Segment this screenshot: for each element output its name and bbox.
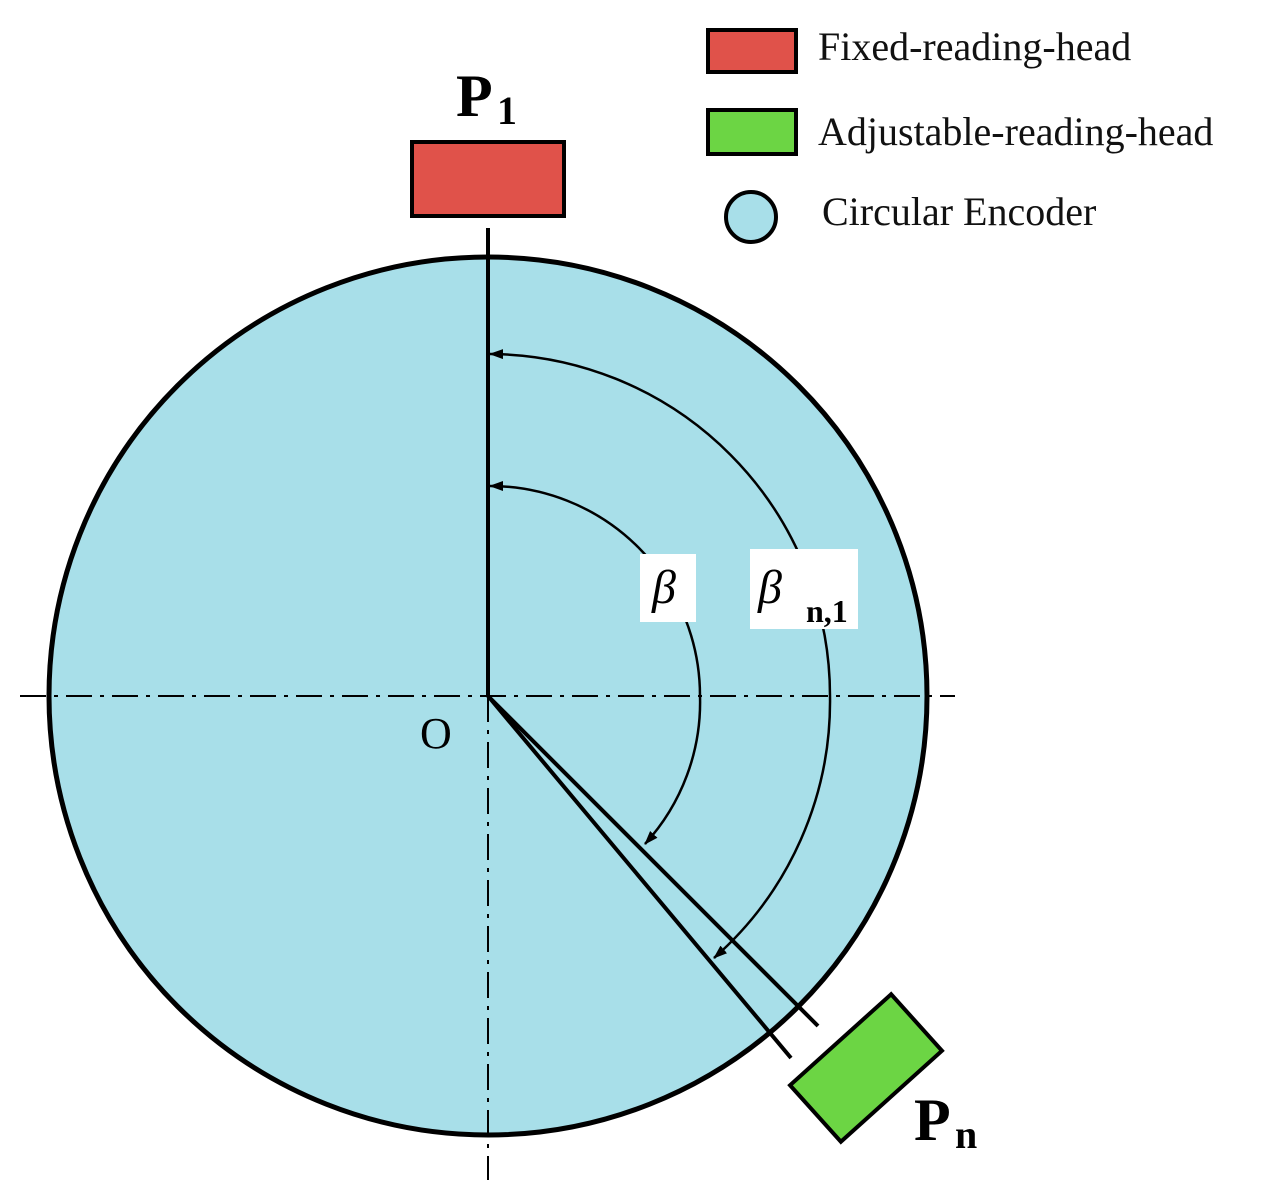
beta-n1-subscript: n,1 (806, 593, 848, 629)
adjustable-reading-head-pn (787, 991, 945, 1145)
blue-circle-icon (724, 190, 778, 244)
red-rectangle-icon (706, 28, 798, 74)
arc-beta (644, 695, 702, 845)
radius-beta (486, 694, 820, 1028)
pn-main: P (914, 1087, 951, 1153)
beta-n1-label: β n,1 (750, 549, 858, 629)
p1-main: P (456, 63, 493, 129)
origin-label: O (420, 709, 452, 758)
p1-subscript: 1 (497, 88, 517, 133)
legend: Fixed-reading-head Adjustable-reading-he… (706, 24, 1213, 244)
beta-label: β (640, 554, 696, 622)
p1-label: P 1 (456, 63, 517, 133)
pn-subscript: n (955, 1112, 977, 1157)
beta-symbol: β (651, 561, 676, 614)
legend-label-encoder: Circular Encoder (822, 189, 1096, 234)
fixed-reading-head-p1 (410, 140, 566, 218)
arc-beta-n1 (713, 695, 832, 959)
green-rectangle-icon (706, 108, 798, 156)
beta-n1-symbol: β (757, 561, 782, 614)
pn-label: P n (914, 1087, 977, 1157)
legend-label-fixed: Fixed-reading-head (818, 24, 1131, 69)
arc-beta-start (489, 481, 702, 697)
radius-beta-n1 (486, 694, 793, 1060)
legend-label-adjustable: Adjustable-reading-head (818, 109, 1213, 154)
